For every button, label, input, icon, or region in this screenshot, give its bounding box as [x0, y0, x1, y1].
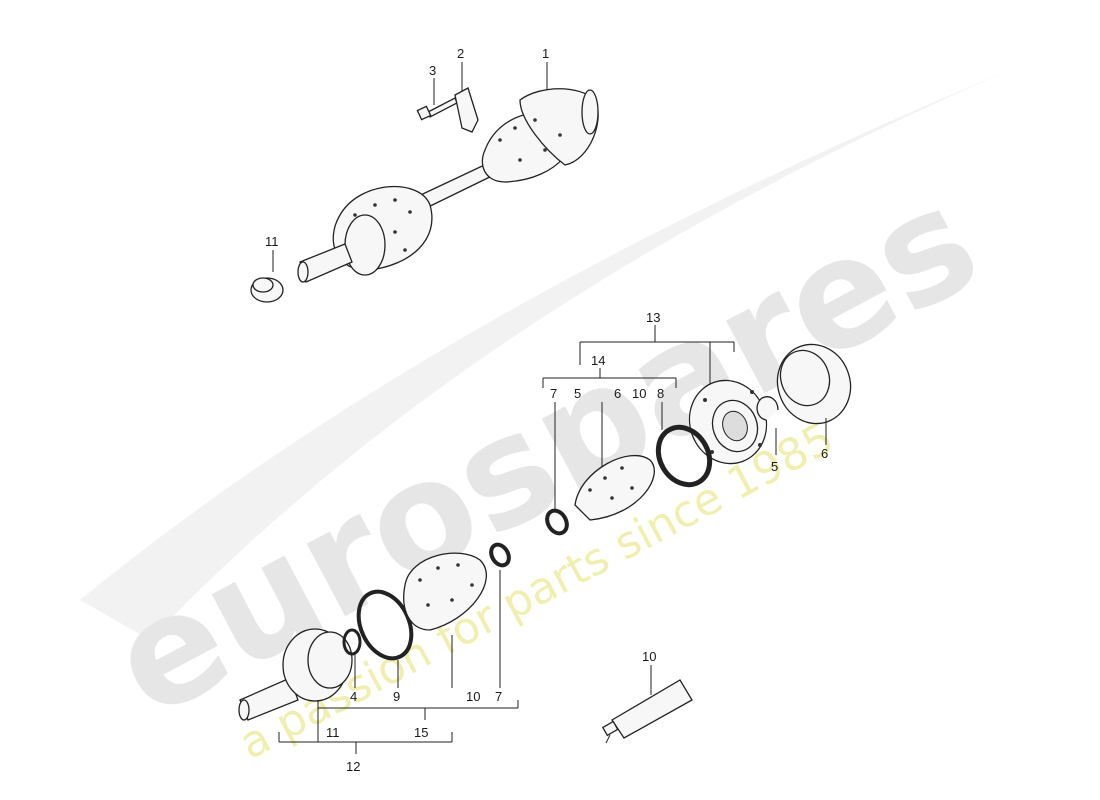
- callout-14-8: 8: [657, 386, 664, 401]
- tube-body: [611, 679, 693, 739]
- boot-dot: [630, 486, 634, 490]
- flange-hole: [703, 398, 707, 402]
- boot-dot: [393, 198, 397, 202]
- outer-joint-housing: [344, 214, 386, 276]
- bolt-part: [416, 97, 458, 121]
- bracket-13: 13: [579, 310, 735, 390]
- callout-14: 14: [591, 353, 605, 368]
- boot-dot: [403, 248, 407, 252]
- boot-dot: [518, 158, 522, 162]
- callout-5-right: 5: [771, 459, 778, 474]
- callout-10-bottom: 10: [466, 689, 480, 704]
- boot-dot: [533, 118, 537, 122]
- spline-end: [238, 699, 250, 721]
- callout-14-5: 5: [574, 386, 581, 401]
- callout-14-10: 10: [632, 386, 646, 401]
- dust-cap: [776, 343, 852, 425]
- watermark-brand: eurospares: [85, 153, 1004, 752]
- boot-dot: [436, 566, 440, 570]
- boot-dot: [408, 210, 412, 214]
- callout-9: 9: [393, 689, 400, 704]
- small-clamp-7: [489, 542, 511, 568]
- small-boot-body: [574, 454, 655, 521]
- callout-14-6: 6: [614, 386, 621, 401]
- watermark-swoosh: [80, 70, 1010, 640]
- bolt-head: [416, 105, 432, 121]
- flange-hole: [750, 390, 754, 394]
- boot-dot: [393, 230, 397, 234]
- boot-dot: [588, 488, 592, 492]
- grease-tube: [601, 679, 693, 744]
- cap-inner: [779, 349, 831, 407]
- callout-4: 4: [350, 689, 357, 704]
- watermark: eurospares a passion for parts since 198…: [80, 70, 1010, 770]
- callout-1: 1: [542, 46, 549, 61]
- circlip-4: [342, 628, 362, 656]
- nut-face: [252, 277, 274, 293]
- small-clamp-14: [545, 508, 569, 536]
- callout-6-right: 6: [821, 446, 828, 461]
- callout-7-bottom: 7: [495, 689, 502, 704]
- flange-hole: [758, 443, 762, 447]
- flange-splines: [722, 410, 748, 442]
- tube-cap: [601, 720, 619, 737]
- callout-10-tube: 10: [642, 649, 656, 664]
- clamp-ring-8: [655, 424, 713, 488]
- boot-dot: [418, 578, 422, 582]
- bracket-15: 15: [318, 700, 519, 740]
- flange-face: [581, 89, 599, 135]
- stub-end: [297, 261, 309, 283]
- flange-part: [688, 379, 768, 465]
- callout-3: 3: [429, 63, 436, 78]
- small-boot: [574, 454, 655, 521]
- boot-dot: [620, 466, 624, 470]
- callout-2: 2: [457, 46, 464, 61]
- boot-dot: [456, 563, 460, 567]
- boot-dot: [470, 583, 474, 587]
- large-boot: [403, 552, 487, 631]
- lock-plate: [454, 87, 479, 133]
- circlip-right: [756, 396, 779, 421]
- nut-part: [250, 277, 284, 303]
- callout-13: 13: [646, 310, 660, 325]
- boot-dot: [450, 598, 454, 602]
- callout-12: 12: [346, 759, 360, 774]
- boot-dot: [513, 126, 517, 130]
- boot-dot: [603, 476, 607, 480]
- boot-dot: [543, 148, 547, 152]
- boot-dot: [610, 496, 614, 500]
- callout-14-7: 7: [550, 386, 557, 401]
- large-boot-body: [403, 552, 487, 631]
- bracket-14: 14 7 5 6 10 8: [542, 353, 677, 512]
- boot-dot: [426, 603, 430, 607]
- callout-11-bottom: 11: [326, 725, 340, 740]
- boot-dot: [498, 138, 502, 142]
- boot-dot: [353, 213, 357, 217]
- boot-dot: [558, 133, 562, 137]
- outer-joint-face: [307, 631, 353, 689]
- bolt-shank: [427, 97, 458, 118]
- bracket-12: 12: [278, 732, 453, 774]
- tube-nozzle: [605, 734, 611, 744]
- callout-11-top: 11: [265, 234, 279, 249]
- callout-15: 15: [414, 725, 428, 740]
- boot-dot: [373, 203, 377, 207]
- outer-joint: [238, 628, 353, 721]
- inner-joint-flange: [519, 88, 599, 166]
- drive-shaft-assembly: [297, 88, 599, 283]
